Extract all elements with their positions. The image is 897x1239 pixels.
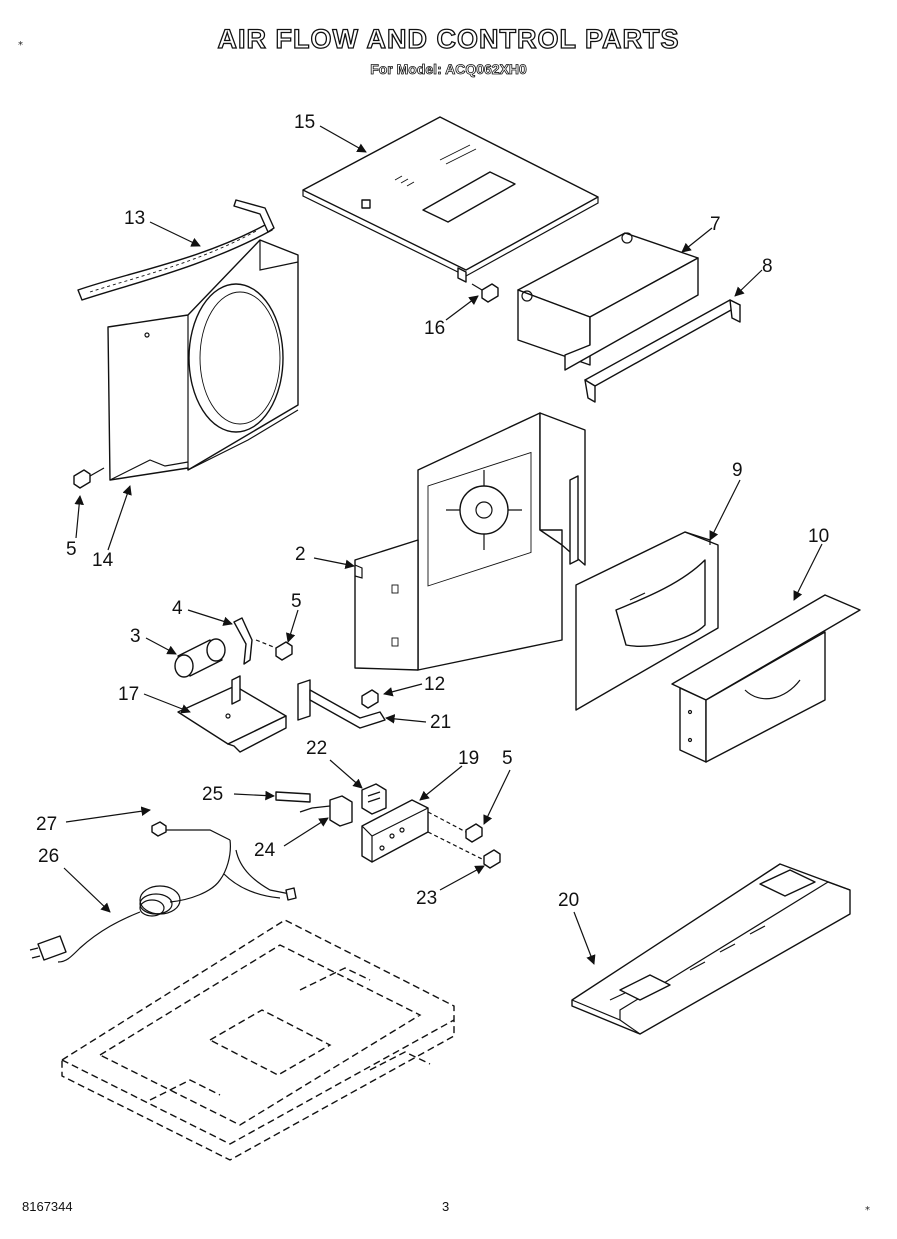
model-subtitle: For Model: ACQ062XH0	[370, 61, 527, 78]
part-16-screw	[471, 283, 499, 303]
corner-mark-top-left: *	[18, 40, 23, 51]
callout-5-right: 5	[502, 748, 513, 769]
callout-2: 2	[295, 544, 306, 565]
part-25-tube	[275, 791, 311, 803]
part-24-thermostat	[299, 795, 353, 827]
part-5-screw-right	[427, 811, 483, 843]
callout-9: 9	[732, 460, 743, 481]
part-26-power-cord	[29, 839, 297, 963]
part-9-scroll	[575, 531, 719, 711]
leader-lines	[63, 125, 823, 965]
callout-17: 17	[118, 684, 139, 705]
part-13-seal-strip	[77, 199, 275, 301]
part-2-partition	[354, 412, 586, 671]
callout-labels: 15 13 7 8 16 5 14 9 10 2 4 5 3 12 17 21 …	[36, 112, 829, 911]
callout-21: 21	[430, 712, 451, 733]
callout-14: 14	[92, 550, 114, 571]
callout-5-left: 5	[66, 539, 77, 560]
part-23-screw	[427, 831, 501, 869]
part-5-screw-middle	[255, 639, 293, 661]
part-21-clip	[297, 679, 386, 729]
callout-13: 13	[124, 208, 145, 229]
callout-8: 8	[762, 256, 773, 277]
callout-22: 22	[306, 738, 327, 759]
part-10-baffle	[671, 594, 861, 763]
callout-27: 27	[36, 814, 57, 835]
page-number: 3	[442, 1199, 450, 1214]
part-12-screw	[361, 689, 379, 709]
part-4-capacitor-strap	[233, 617, 253, 665]
callout-25: 25	[202, 784, 223, 805]
callout-15: 15	[294, 112, 315, 133]
callout-7: 7	[710, 214, 721, 235]
callout-19: 19	[458, 748, 479, 769]
callout-23: 23	[416, 888, 437, 909]
part-8-gasket	[584, 299, 741, 403]
callout-24: 24	[254, 840, 276, 861]
part-5-screw-left	[73, 467, 105, 489]
part-7-control-cover	[517, 232, 699, 371]
callout-10: 10	[808, 526, 829, 547]
part-20-drain-pan	[571, 863, 851, 1035]
part-27-ground-screw	[151, 821, 231, 841]
callout-12: 12	[424, 674, 445, 695]
page-title: AIR FLOW AND CONTROL PARTS	[217, 23, 680, 54]
base-pan-outline	[61, 919, 455, 1161]
part-3-capacitor	[174, 638, 226, 678]
document-number: 8167344	[22, 1199, 73, 1214]
callout-3: 3	[130, 626, 141, 647]
callout-4: 4	[172, 598, 183, 619]
part-14-shroud	[107, 239, 299, 481]
callout-5-middle: 5	[291, 591, 302, 612]
callout-20: 20	[558, 890, 579, 911]
callout-26: 26	[38, 846, 59, 867]
callout-16: 16	[424, 318, 445, 339]
part-22-switch	[361, 783, 387, 815]
part-17-bracket	[177, 675, 287, 753]
corner-mark-bottom-right: *	[865, 1205, 870, 1216]
part-15-top-cover	[302, 116, 599, 283]
